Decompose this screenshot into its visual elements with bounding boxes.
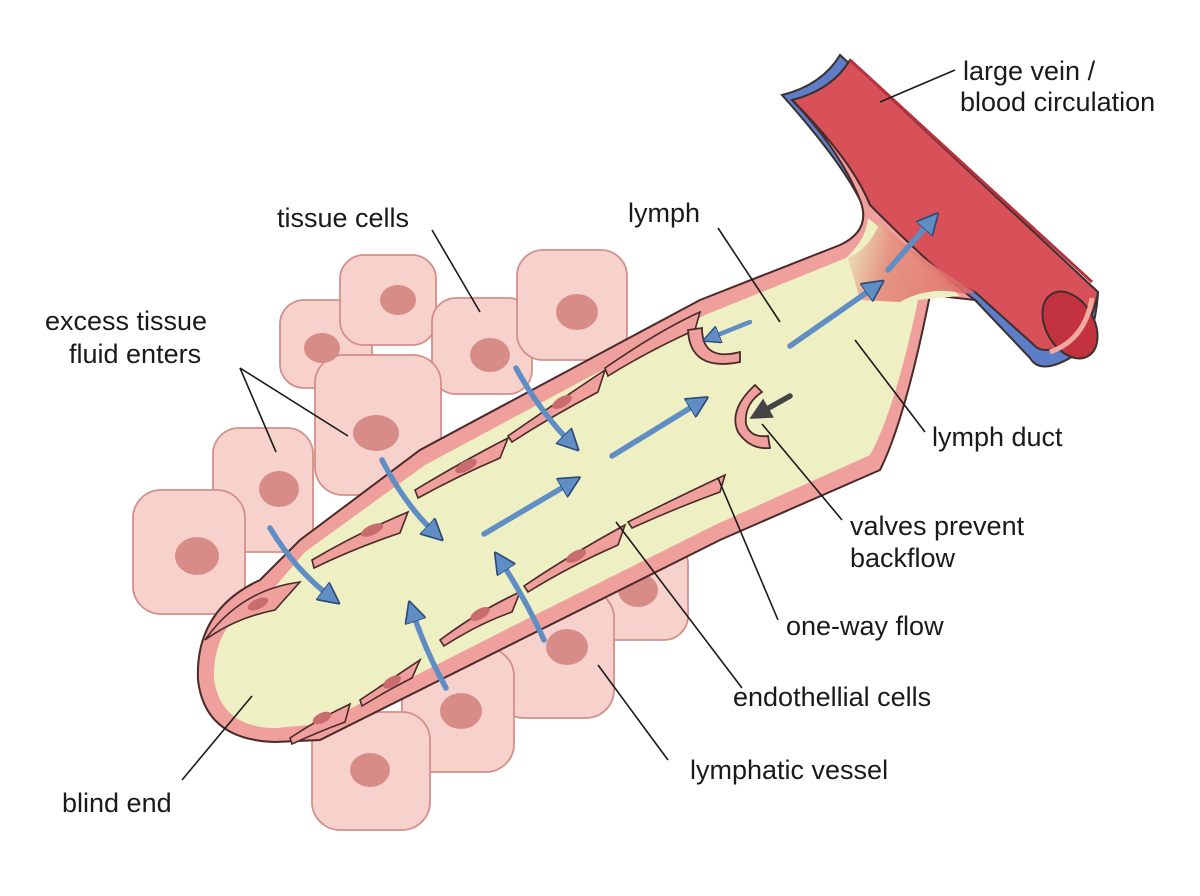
label-excess-fluid-1: excess tissue <box>45 306 207 336</box>
label-valves-2: backflow <box>850 543 956 573</box>
nucleus <box>304 333 340 363</box>
endothelial-nucleus <box>312 711 332 725</box>
leader-lines <box>181 69 956 781</box>
leader-blind-end <box>181 695 253 781</box>
endothelial-cell <box>311 510 410 570</box>
nucleus <box>175 537 219 575</box>
label-large-vein-1: large vein / <box>963 56 1096 86</box>
labels: large vein / blood circulation tissue ce… <box>45 56 1155 818</box>
leader-one-way-flow <box>717 477 779 621</box>
nucleus <box>440 693 482 729</box>
leader-valves <box>761 423 843 521</box>
vein-opening-rim <box>1049 297 1095 355</box>
endothelial-nucleus <box>455 458 477 474</box>
endothelial-cell <box>604 310 702 378</box>
label-valves-1: valves prevent <box>850 511 1025 541</box>
endothelial-nucleus <box>566 549 586 563</box>
valve-lower <box>734 383 772 450</box>
nucleus <box>259 471 299 507</box>
entry-arrow <box>500 560 547 643</box>
endothelial-nuclei <box>247 395 586 725</box>
label-lymph: lymph <box>628 198 700 228</box>
label-excess-fluid-2: fluid enters <box>69 339 201 369</box>
entry-arrow <box>513 365 572 444</box>
label-blind-end: blind end <box>62 788 172 818</box>
endothelial-nucleus <box>360 523 384 537</box>
leader-tissue-cells <box>431 229 481 313</box>
leader-lymph-duct <box>854 339 926 433</box>
cell-nuclei <box>175 285 658 787</box>
label-one-way-flow: one-way flow <box>786 611 944 641</box>
label-tissue-cells: tissue cells <box>277 203 409 233</box>
endothelial-nucleus <box>470 607 490 621</box>
nucleus <box>546 629 588 665</box>
nucleus <box>556 294 598 330</box>
large-vein <box>780 53 1100 368</box>
backflow-arrow <box>749 393 793 419</box>
endothelial-cell <box>289 702 352 746</box>
label-large-vein-2: blood circulation <box>960 87 1155 117</box>
flow-arrows <box>267 220 932 691</box>
label-endothelial-cells: endothellial cells <box>733 682 931 712</box>
flow-arrow <box>609 402 700 459</box>
leader-endothelial <box>615 521 743 689</box>
flow-arrow <box>787 286 876 349</box>
leader-lymph <box>717 227 781 323</box>
nucleus <box>470 338 510 372</box>
nucleus <box>380 285 416 315</box>
label-lymph-duct: lymph duct <box>932 422 1063 452</box>
endothelial-cells <box>204 310 727 746</box>
endothelial-cell <box>204 580 303 641</box>
lymph-fluid <box>213 218 960 728</box>
endothelial-cell <box>626 473 727 530</box>
label-lymphatic-vessel: lymphatic vessel <box>690 755 888 785</box>
leader-excess-fluid-b <box>239 367 349 437</box>
endothelial-nucleus <box>382 675 402 689</box>
entry-arrow <box>267 525 332 598</box>
nucleus <box>350 753 390 787</box>
flow-arrow <box>885 220 932 273</box>
leader-lymphatic-vessel <box>597 664 669 761</box>
leader-large-vein <box>879 69 956 103</box>
flow-arrow <box>481 482 572 537</box>
nucleus <box>353 415 399 451</box>
leader-excess-fluid-a <box>239 367 277 453</box>
entry-arrow <box>379 457 436 534</box>
flow-arrow-small <box>710 319 753 338</box>
endothelial-nucleus <box>552 395 572 409</box>
entry-arrow <box>412 610 449 691</box>
endothelial-nucleus <box>247 597 269 611</box>
